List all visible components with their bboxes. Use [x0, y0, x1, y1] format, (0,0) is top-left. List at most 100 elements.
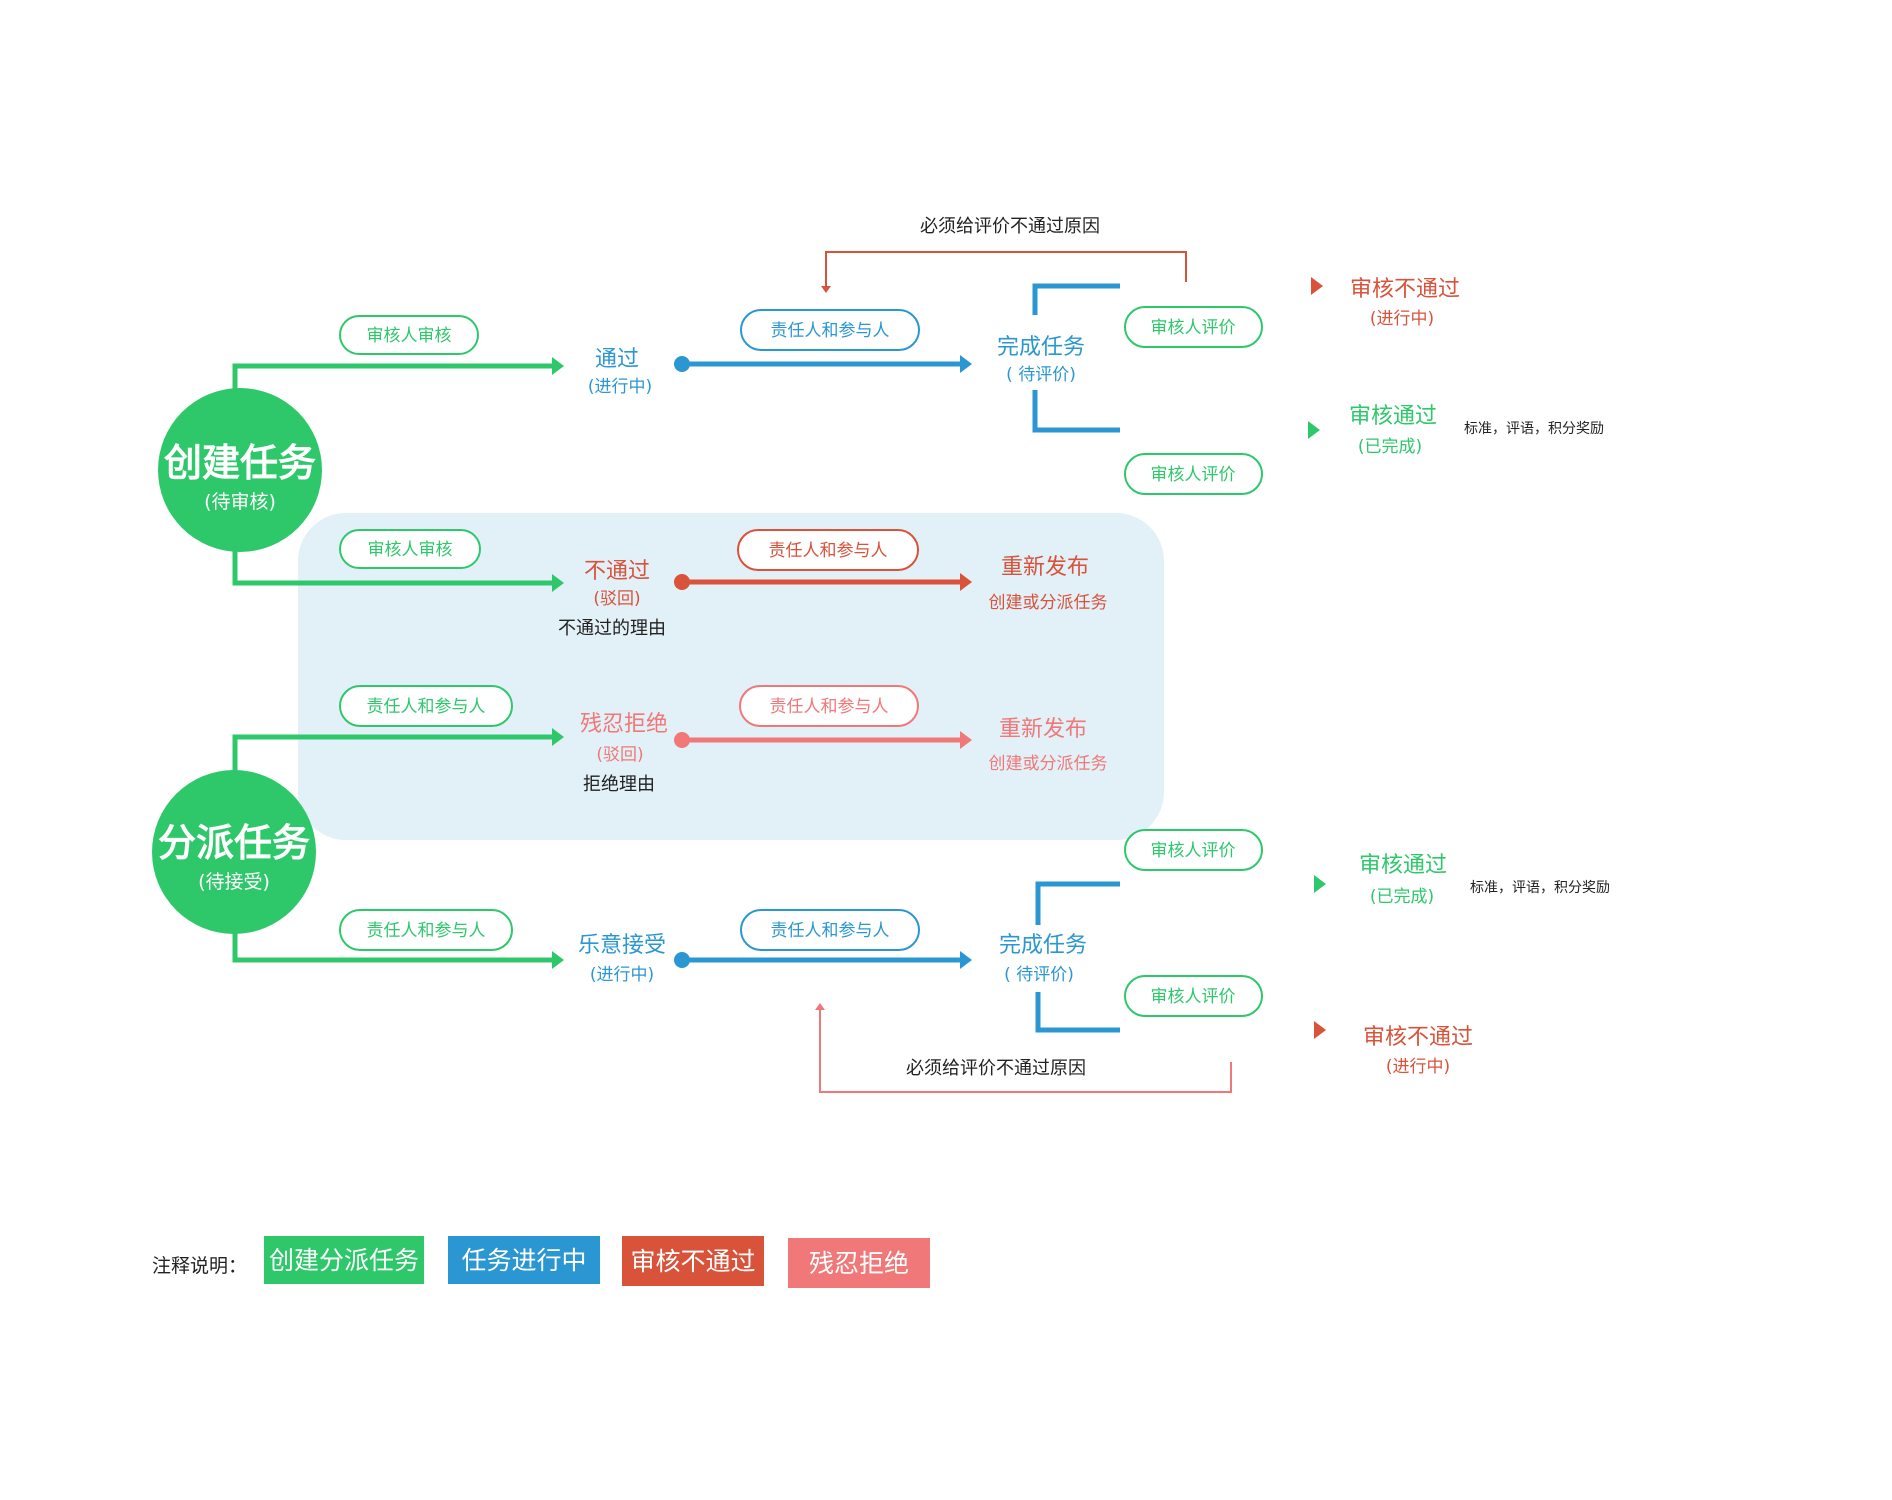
node-title: 重新发布 [1001, 555, 1089, 580]
pill-label: 责任人和参与人 [367, 921, 486, 941]
legend-item-create-assign: 创建分派任务 [264, 1236, 424, 1284]
legend-item-in-progress: 任务进行中 [448, 1236, 600, 1284]
node-note: 标准，评语，积分奖励 [1470, 879, 1610, 896]
feedback-loop-bottom [815, 1003, 1232, 1093]
node-title: 审核通过 [1359, 853, 1447, 878]
pill-reviewer-review-1[interactable]: 审核人审核 [339, 315, 479, 355]
rejection-highlight-area [298, 513, 1164, 840]
node-title: 通过 [595, 347, 639, 372]
legend-item-review-fail: 审核不通过 [622, 1236, 764, 1286]
pill-owner-participant-2[interactable]: 责任人和参与人 [737, 529, 919, 571]
node-note: 拒绝理由 [583, 774, 655, 795]
pill-reviewer-eval-3[interactable]: 审核人评价 [1124, 829, 1263, 871]
node-fail[interactable]: 不通过 (驳回) 不通过的理由 [558, 559, 666, 639]
pill-owner-participant-5[interactable]: 责任人和参与人 [339, 909, 513, 951]
legend-item-label: 审核不通过 [630, 1247, 755, 1276]
node-complete-bottom[interactable]: 完成任务 ( 待评价) [999, 933, 1087, 985]
node-title: 乐意接受 [578, 933, 666, 958]
node-status: ( 待评价) [1006, 365, 1076, 385]
pill-label: 责任人和参与人 [770, 697, 889, 717]
create-task-status: (待审核) [204, 491, 276, 513]
pill-owner-participant-3[interactable]: 责任人和参与人 [339, 685, 513, 727]
node-review-fail-bottom[interactable]: 审核不通过 (进行中) [1363, 1025, 1473, 1077]
arrowhead-review-pass-top [1308, 421, 1320, 439]
node-title: 审核通过 [1349, 404, 1437, 429]
node-status: (进行中) [1370, 309, 1434, 329]
pill-label: 审核人评价 [1151, 987, 1236, 1007]
legend-item-label: 任务进行中 [461, 1246, 586, 1275]
start-node-create[interactable]: 创建任务 (待审核) [158, 388, 322, 552]
legend-swatch [448, 1236, 600, 1284]
legend-label: 注释说明： [152, 1255, 247, 1277]
node-republish-1[interactable]: 重新发布 创建或分派任务 [989, 555, 1108, 613]
pill-reviewer-review-2[interactable]: 审核人审核 [339, 529, 481, 569]
bottom-complete-branches [1035, 881, 1316, 1033]
node-status: (驳回) [593, 589, 640, 609]
node-status: (进行中) [1386, 1057, 1450, 1077]
pill-owner-participant-1[interactable]: 责任人和参与人 [740, 309, 920, 351]
node-status: ( 待评价) [1004, 965, 1074, 985]
fail-to-republish-connector [674, 573, 972, 591]
pill-reviewer-eval-2[interactable]: 审核人评价 [1124, 453, 1263, 495]
node-accept[interactable]: 乐意接受 (进行中) [578, 933, 666, 985]
node-review-pass-top[interactable]: 审核通过 (已完成) 标准，评语，积分奖励 [1349, 404, 1604, 457]
pill-label: 责任人和参与人 [367, 697, 486, 717]
pill-label: 责任人和参与人 [771, 921, 890, 941]
node-republish-2[interactable]: 重新发布 创建或分派任务 [989, 717, 1108, 774]
pill-label: 审核人评价 [1151, 465, 1236, 485]
node-title: 完成任务 [999, 933, 1087, 958]
arrowhead-review-fail-bottom [1314, 1021, 1326, 1039]
legend-swatch [264, 1236, 424, 1284]
accept-to-complete-connector [674, 951, 972, 969]
node-review-fail-top[interactable]: 审核不通过 (进行中) [1350, 277, 1460, 329]
green-arrowheads [552, 357, 564, 969]
node-pass[interactable]: 通过 (进行中) [588, 347, 652, 397]
arrowhead-review-pass-bottom [1314, 875, 1326, 893]
node-title: 重新发布 [999, 717, 1087, 742]
node-title: 残忍拒绝 [580, 712, 668, 737]
pass-to-complete-connector [674, 355, 972, 373]
node-title: 审核不通过 [1363, 1025, 1473, 1050]
create-task-title: 创建任务 [164, 441, 316, 485]
pill-owner-participant-6[interactable]: 责任人和参与人 [740, 909, 920, 951]
reject-to-republish-connector [674, 731, 972, 749]
node-title: 不通过 [584, 559, 650, 584]
arrowhead-review-fail-top [1311, 277, 1323, 295]
node-status: (进行中) [588, 377, 652, 397]
node-title: 完成任务 [997, 335, 1085, 360]
pill-label: 审核人评价 [1151, 318, 1236, 338]
node-complete-top[interactable]: 完成任务 ( 待评价) [997, 335, 1085, 385]
node-status: 创建或分派任务 [989, 593, 1108, 613]
node-status: 创建或分派任务 [989, 754, 1108, 774]
pill-owner-participant-4[interactable]: 责任人和参与人 [739, 685, 919, 727]
node-note: 标准，评语，积分奖励 [1464, 420, 1604, 437]
pill-label: 责任人和参与人 [769, 541, 888, 561]
feedback-reason-bottom: 必须给评价不通过原因 [906, 1058, 1086, 1079]
start-node-assign[interactable]: 分派任务 (待接受) [152, 770, 316, 934]
legend-swatch [788, 1238, 930, 1288]
node-review-pass-bottom[interactable]: 审核通过 (已完成) 标准，评语，积分奖励 [1359, 853, 1610, 907]
node-cruel-reject[interactable]: 残忍拒绝 (驳回) 拒绝理由 [580, 712, 668, 795]
node-status: (进行中) [590, 965, 654, 985]
pill-label: 审核人评价 [1151, 841, 1236, 861]
assign-task-status: (待接受) [198, 871, 270, 893]
node-status: (已完成) [1370, 887, 1434, 907]
legend: 注释说明： 创建分派任务 任务进行中 审核不通过 残忍拒绝 [152, 1236, 930, 1288]
legend-item-label: 残忍拒绝 [809, 1249, 909, 1278]
feedback-loop-top [821, 251, 1187, 293]
pill-reviewer-eval-1[interactable]: 审核人评价 [1124, 306, 1263, 348]
node-status: (驳回) [596, 745, 643, 765]
legend-item-cruel-reject: 残忍拒绝 [788, 1238, 930, 1288]
pill-label: 责任人和参与人 [771, 321, 890, 341]
legend-swatch [622, 1236, 764, 1286]
pill-label: 审核人审核 [367, 326, 452, 346]
node-title: 审核不通过 [1350, 277, 1460, 302]
node-status: (已完成) [1358, 437, 1422, 457]
pill-reviewer-eval-4[interactable]: 审核人评价 [1124, 975, 1263, 1017]
top-complete-branches [1032, 283, 1313, 433]
node-note: 不通过的理由 [558, 618, 666, 639]
pill-label: 审核人审核 [368, 540, 453, 560]
feedback-reason-top: 必须给评价不通过原因 [920, 216, 1100, 237]
legend-item-label: 创建分派任务 [269, 1246, 419, 1275]
